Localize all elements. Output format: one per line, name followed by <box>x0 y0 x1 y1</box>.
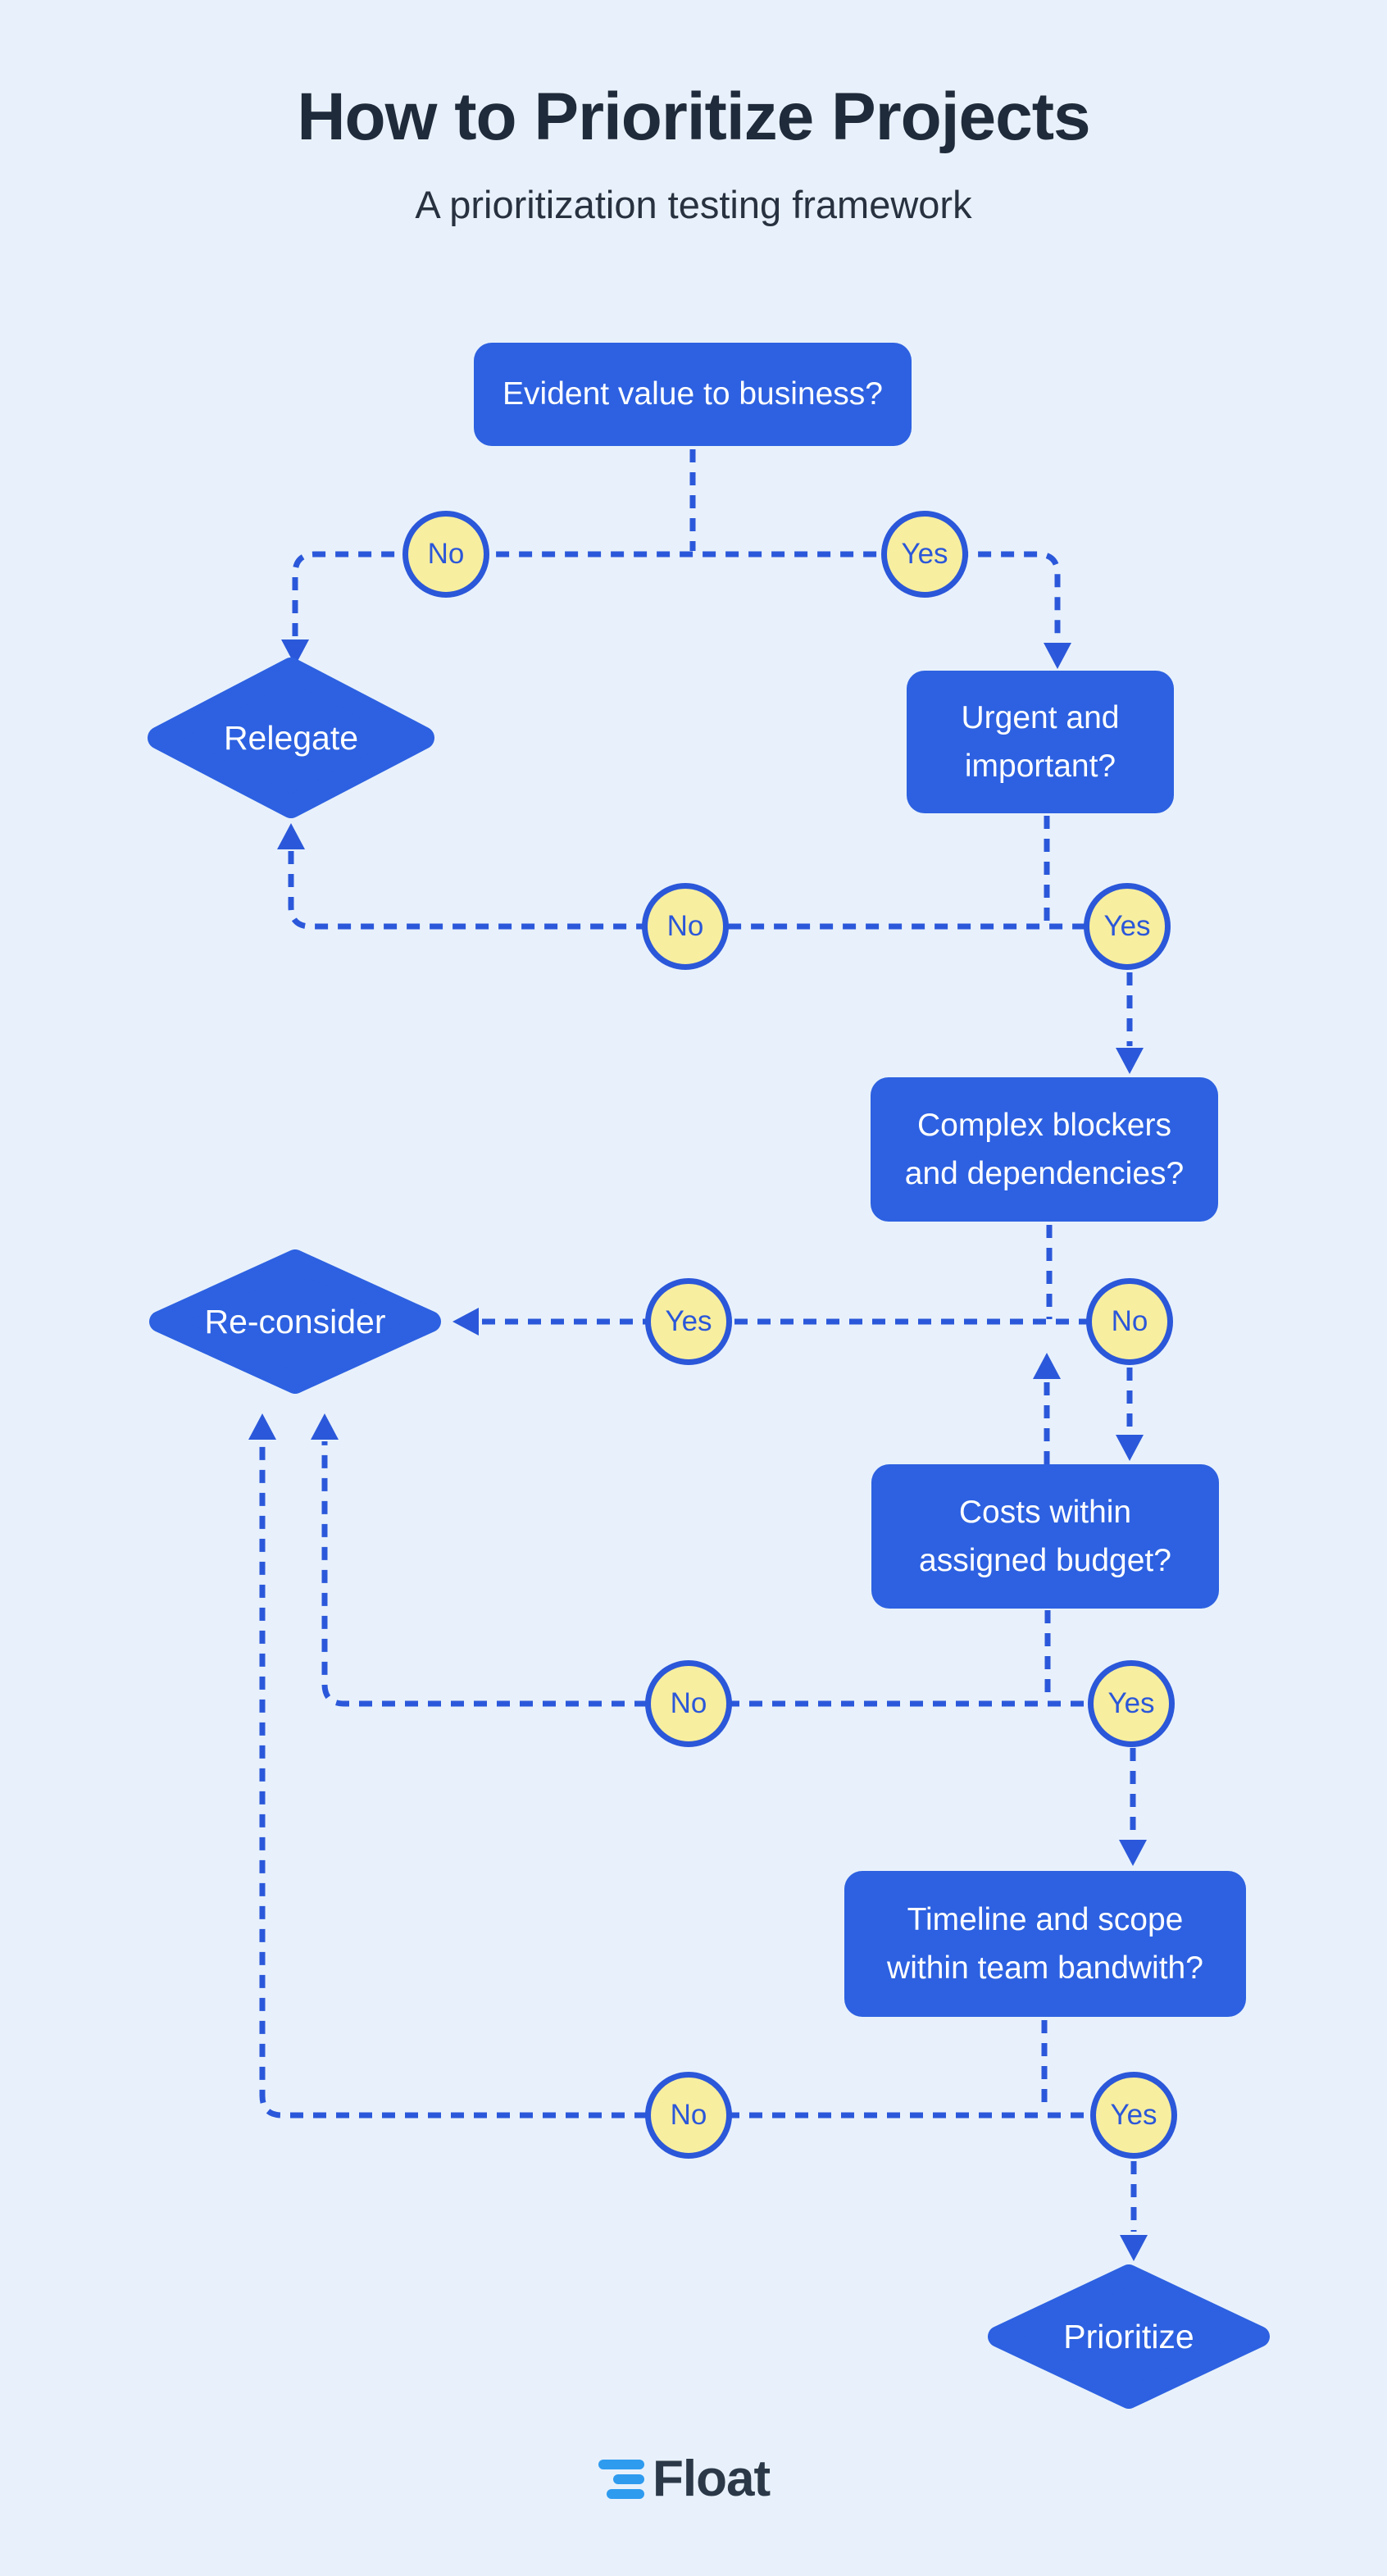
diamond-shape <box>148 658 434 818</box>
answer-yes: Yes <box>1090 2072 1177 2159</box>
node-prioritize: Prioritize <box>988 2264 1270 2409</box>
arrowhead-up-icon <box>277 823 305 849</box>
diamond-shape <box>149 1249 441 1394</box>
node-label: Timeline and scope within team bandwith? <box>887 1901 1203 1986</box>
answer-no: No <box>402 511 489 598</box>
node-label: Relegate <box>223 718 359 757</box>
connector-line <box>259 1441 1130 2119</box>
arrowhead-down-icon <box>1120 2235 1148 2261</box>
node-reconsider: Re-consider <box>149 1249 441 1394</box>
node-relegate: Relegate <box>148 658 434 818</box>
connector-line <box>321 1441 1130 1707</box>
page-title: How to Prioritize Projects <box>297 80 1090 154</box>
node-timeline-scope: Timeline and scope within team bandwith? <box>844 1871 1246 2017</box>
node-evident-value: Evident value to business? <box>474 343 912 446</box>
node-label: Evident value to business? <box>503 376 883 412</box>
float-logo: Float <box>597 2450 771 2508</box>
arrowhead-up-icon <box>248 1413 276 1440</box>
arrowhead-down-icon <box>1116 1435 1144 1461</box>
float-logo-bars-icon <box>597 2459 644 2499</box>
arrowhead-down-icon <box>1116 1048 1144 1074</box>
node-label: Re-consider <box>204 1302 386 1340</box>
node-costs-budget: Costs within assigned budget? <box>871 1464 1219 1609</box>
logo-bar <box>598 2459 644 2469</box>
answer-no: No <box>642 883 729 970</box>
connector-line <box>292 551 1061 639</box>
node-label: Complex blockers and dependencies? <box>904 1107 1185 1191</box>
answer-yes: Yes <box>1088 1660 1175 1747</box>
arrowhead-down-icon <box>1044 643 1071 669</box>
diamond-shape <box>988 2264 1270 2409</box>
answer-yes: Yes <box>645 1278 732 1365</box>
answer-yes: Yes <box>881 511 968 598</box>
answer-yes: Yes <box>1084 883 1171 970</box>
node-complex-blockers: Complex blockers and dependencies? <box>871 1077 1218 1222</box>
arrowhead-left-icon <box>452 1308 479 1336</box>
node-label: Costs within assigned budget? <box>919 1494 1171 1578</box>
node-urgent-important: Urgent and important? <box>907 671 1174 813</box>
logo-bar <box>613 2474 644 2484</box>
connector-line <box>288 851 1125 930</box>
answer-no: No <box>645 2072 732 2159</box>
arrowhead-down-icon <box>1119 1840 1147 1866</box>
answer-no: No <box>645 1660 732 1747</box>
node-label: Prioritize <box>1063 2317 1194 2355</box>
answer-no: No <box>1086 1278 1173 1365</box>
arrowhead-up-icon <box>311 1413 339 1440</box>
logo-bar <box>607 2488 644 2499</box>
node-label: Urgent and important? <box>961 699 1120 784</box>
arrowhead-up-icon <box>1033 1353 1061 1379</box>
page-subtitle: A prioritization testing framework <box>415 183 972 226</box>
arrowhead-down-icon <box>281 639 309 666</box>
brand-name: Float <box>653 2451 771 2507</box>
